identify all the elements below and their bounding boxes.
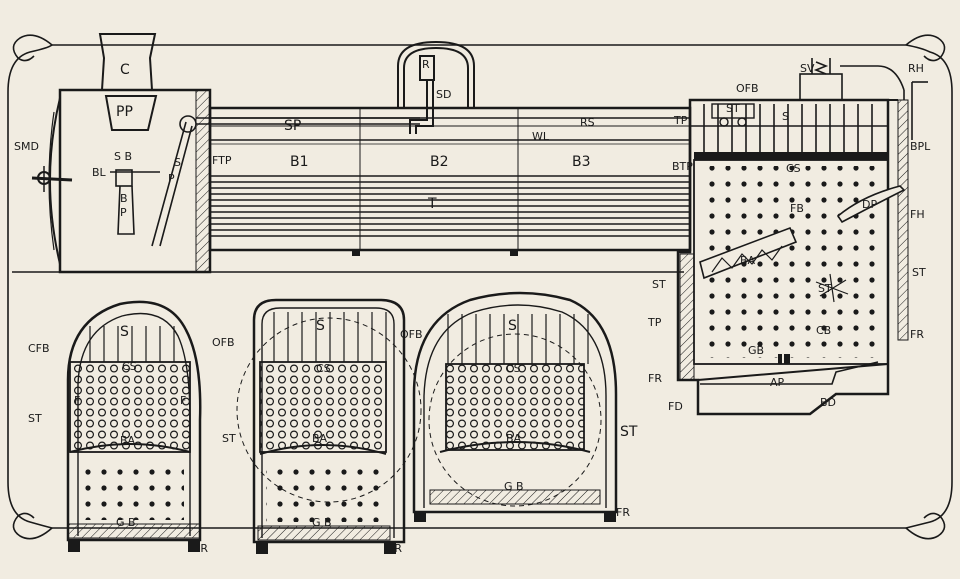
sec2-cs: CS [316, 362, 331, 375]
sec2-st: ST [222, 432, 236, 445]
firebox-stay-detail [815, 273, 849, 303]
label-rh: RH [908, 62, 924, 75]
label-ftp: FTP [212, 154, 232, 167]
label-fd: FD [668, 400, 683, 413]
steam-pipe [196, 117, 420, 125]
blower-and-pipes [110, 115, 197, 247]
label-wl: WL [532, 130, 550, 143]
label-sp-p: P [168, 172, 175, 185]
sec1-cfb: CFB [28, 342, 50, 355]
sec1-cs: CS [122, 360, 137, 373]
sec1-gb: G B [116, 516, 136, 529]
sec1-ba: BA [120, 434, 136, 447]
label-sv: SV [800, 62, 815, 75]
label-dp: DP [862, 198, 877, 211]
label-tp-top: TP [673, 114, 688, 127]
label-gb-side: GB [748, 344, 764, 357]
ashpan [700, 361, 879, 385]
sec1-st: ST [28, 412, 42, 425]
cross-section-3 [412, 291, 618, 522]
sec3-ofb: OFB [400, 328, 423, 341]
sec2-s: S [316, 318, 325, 334]
label-pp: PP [116, 104, 133, 120]
label-st-side: ST [818, 282, 832, 295]
label-ofb-top: OFB [736, 82, 759, 95]
sec1-s: S [120, 324, 129, 340]
label-st-left: ST [652, 278, 666, 291]
sec3-cs: CS [506, 362, 521, 375]
deflector-plate [836, 185, 906, 224]
label-cs-top: CS [786, 162, 801, 175]
sec3-fr: FR [616, 506, 630, 519]
sec2-fr: FR [388, 542, 402, 555]
decorative-frame [7, 34, 953, 540]
label-fb-side: FB [790, 202, 804, 215]
label-ba-side: BA [740, 254, 756, 267]
label-fr-left: FR [648, 372, 662, 385]
label-smd: SMD [14, 140, 39, 153]
label-fr-right: FR [910, 328, 924, 341]
label-sp-s: S [174, 156, 181, 169]
cross-section-1 [66, 300, 202, 552]
label-rs: RS [580, 116, 595, 129]
label-cb-side: CB [816, 324, 831, 337]
label-bpl: BPL [910, 140, 931, 153]
regulator-and-valves [690, 103, 888, 127]
safety-valve [799, 58, 928, 140]
label-fh: FH [910, 208, 925, 221]
label-sd: SD [436, 88, 451, 101]
label-b3: B3 [572, 154, 591, 170]
label-c: C [120, 62, 130, 78]
sec3-st: ST [620, 424, 638, 440]
cross-section-stays [89, 312, 589, 364]
cross-section-2 [236, 298, 422, 554]
chimney [98, 33, 158, 131]
firebox-crown-stays [703, 104, 873, 152]
sec1-fr: FR [194, 542, 208, 555]
label-sp: SP [284, 118, 301, 134]
sec2-ofb: OFB [212, 336, 235, 349]
smokebox-door-handle [31, 166, 73, 192]
label-bl: BL [92, 166, 107, 179]
sec3-gb: G B [504, 480, 524, 493]
sec1-f-left: F [74, 394, 80, 407]
label-bd: BD [820, 396, 836, 409]
sec3-ba: BA [506, 432, 522, 445]
label-tp-left: TP [647, 316, 662, 329]
label-st-right: ST [912, 266, 926, 279]
label-ap: AP [770, 376, 785, 389]
label-t: T [427, 196, 437, 212]
label-bp-p: P [120, 206, 127, 219]
diagram-labels: SMD C PP S B BL B P S P SP FTP B1 B2 B3 … [14, 58, 931, 555]
sec1-f-right: F [180, 394, 186, 407]
label-sb: S B [114, 150, 132, 163]
label-bp-b: B [120, 192, 128, 205]
label-st-valve: ST [726, 102, 740, 115]
brick-arch-side [699, 226, 798, 280]
sec3-s: S [508, 318, 517, 334]
steam-dome [397, 40, 475, 134]
label-btp: BTP [672, 160, 693, 173]
sec2-gb: G B [312, 516, 332, 529]
label-s-top: S [782, 110, 789, 123]
label-r: R [422, 58, 430, 71]
sec2-ba: BA [312, 432, 328, 445]
label-b2: B2 [430, 154, 449, 170]
label-b1: B1 [290, 154, 309, 170]
boiler-tubes [210, 175, 690, 237]
